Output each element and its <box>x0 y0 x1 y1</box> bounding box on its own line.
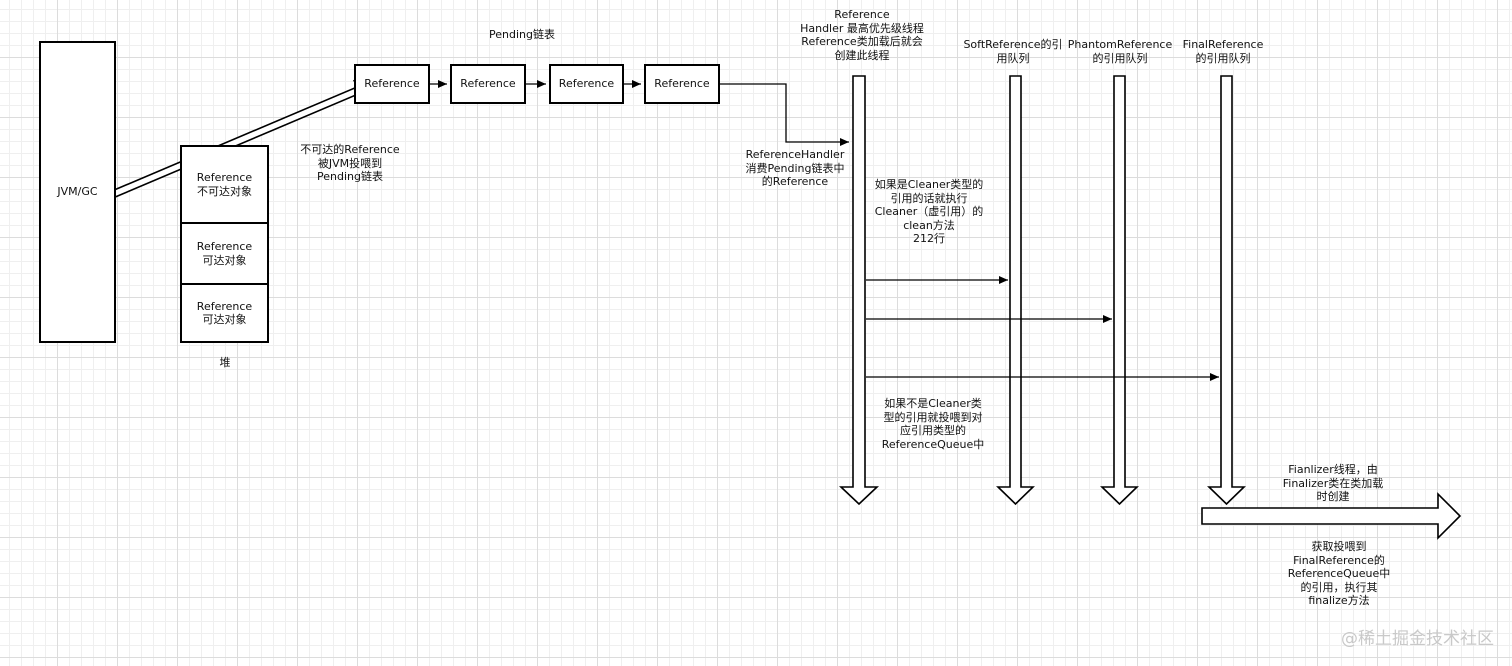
heap-cell-reachable-1: Reference 可达对象 <box>180 222 269 285</box>
heap-cell-label: Reference 可达对象 <box>196 240 253 267</box>
pending-node-label: Reference <box>460 77 516 90</box>
soft-queue-arrow <box>996 75 1035 506</box>
watermark: @稀土掘金技术社区 <box>1341 629 1494 649</box>
heap-cell-reachable-2: Reference 可达对象 <box>180 283 269 343</box>
finalizer-thread-arrow <box>1201 492 1462 540</box>
phantom-queue-arrow <box>1100 75 1139 506</box>
pending-node-label: Reference <box>654 77 710 90</box>
heap-cell-label: Reference 可达对象 <box>196 299 253 327</box>
final-queue-title: FinalReference 的引用队列 <box>1182 38 1264 65</box>
pending-list-title: Pending链表 <box>489 28 555 41</box>
finalizer-note: 获取投喂到 FinalReference的 ReferenceQueue中 的引… <box>1287 540 1391 607</box>
jvm-gc-label: JVM/GC <box>57 185 98 198</box>
pending-node: Reference <box>549 64 624 104</box>
final-queue-arrow <box>1207 75 1246 506</box>
finalizer-thread-title: Fianlizer线程，由 Finalizer类在类加载 时创建 <box>1282 463 1384 503</box>
phantom-queue-title: PhantomReference 的引用队列 <box>1067 38 1173 65</box>
pending-node: Reference <box>450 64 526 104</box>
heap-cell-label: Reference 不可达对象 <box>196 171 253 198</box>
pending-node: Reference <box>644 64 720 104</box>
pending-node-label: Reference <box>364 77 420 90</box>
pending-node: Reference <box>354 64 430 104</box>
heap-caption: 堆 <box>219 356 231 369</box>
jvm-gc-box: JVM/GC <box>39 41 116 343</box>
enqueue-note: 如果不是Cleaner类 型的引用就投喂到对 应引用类型的 ReferenceQ… <box>881 397 985 451</box>
soft-queue-title: SoftReference的引 用队列 <box>963 38 1063 65</box>
handler-consume-note: ReferenceHandler 消费Pending链表中 的Reference <box>745 148 845 188</box>
reference-handler-title: Reference Handler 最高优先级线程 Reference类加载后就… <box>800 8 924 62</box>
pending-to-handler-connector <box>720 83 849 146</box>
pending-node-label: Reference <box>558 77 615 90</box>
cleaner-note: 如果是Cleaner类型的 引用的话就执行 Cleaner（虚引用）的 clea… <box>874 178 984 245</box>
handler-thread-arrow <box>838 75 880 506</box>
gc-feed-note: 不可达的Reference 被JVM投喂到 Pending链表 <box>300 143 400 183</box>
heap-cell-unreachable: Reference 不可达对象 <box>180 145 269 224</box>
